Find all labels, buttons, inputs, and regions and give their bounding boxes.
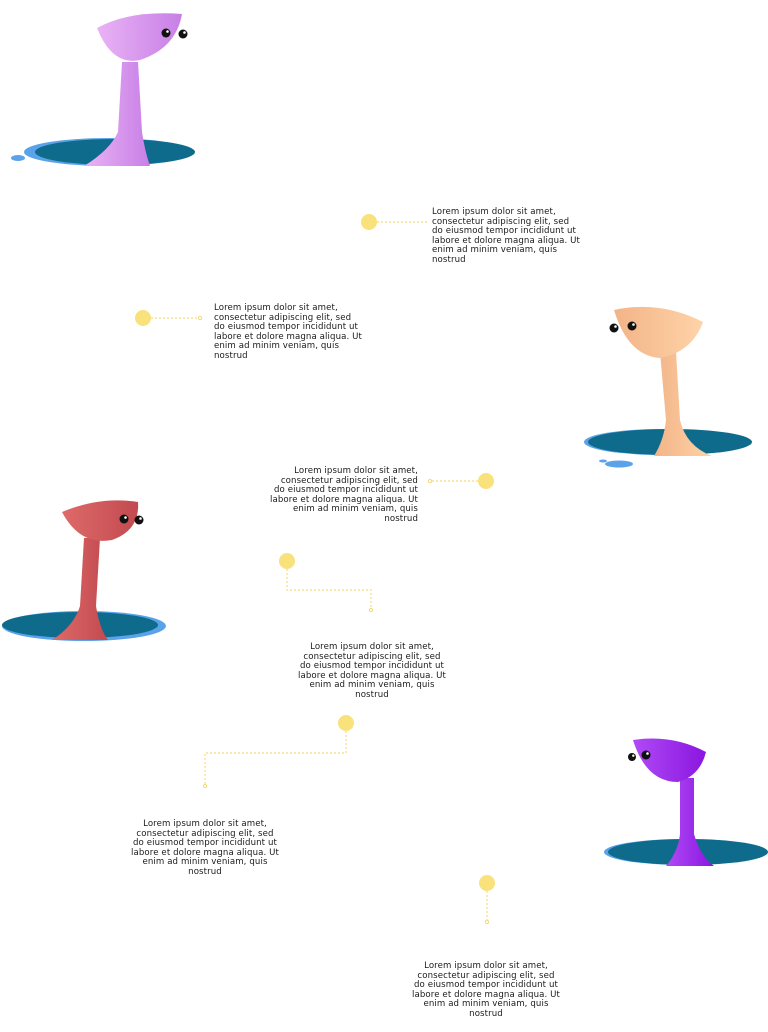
eye-icon [609,323,619,333]
info-text-5: Lorem ipsum dolor sit amet, consectetur … [131,819,280,877]
creature-head [97,13,182,61]
lavender-creature [11,13,195,166]
info-text-6: Lorem ipsum dolor sit amet, consectetur … [412,961,561,1019]
peach-creature [584,306,752,468]
eye-icon [161,28,171,38]
creature-head [62,500,139,541]
creature-body [666,778,714,866]
puddle [11,155,25,161]
violet-creature [604,738,768,866]
marker-3 [427,473,494,489]
info-text-4: Lorem ipsum dolor sit amet, consectetur … [298,642,447,700]
marker-6 [479,875,495,925]
eye-icon [627,321,637,331]
info-text-3: Lorem ipsum dolor sit amet, consectetur … [270,466,419,524]
marker-1 [361,214,428,230]
marker-5 [202,715,354,789]
eye-icon [628,753,636,761]
eye-icon [119,514,129,524]
creature-body [84,62,150,166]
creature-body [654,352,712,456]
coral-creature [2,500,166,641]
creature-body [52,538,108,640]
puddle [605,460,633,468]
creature-head [633,738,706,782]
marker-4 [279,553,373,613]
eye-icon [178,29,188,39]
info-text-1: Lorem ipsum dolor sit amet, consectetur … [432,207,581,265]
eye-icon [641,750,651,760]
eye-icon [134,515,144,525]
creature-head [614,306,703,358]
info-text-2: Lorem ipsum dolor sit amet, consectetur … [214,303,363,361]
marker-2 [135,310,202,326]
